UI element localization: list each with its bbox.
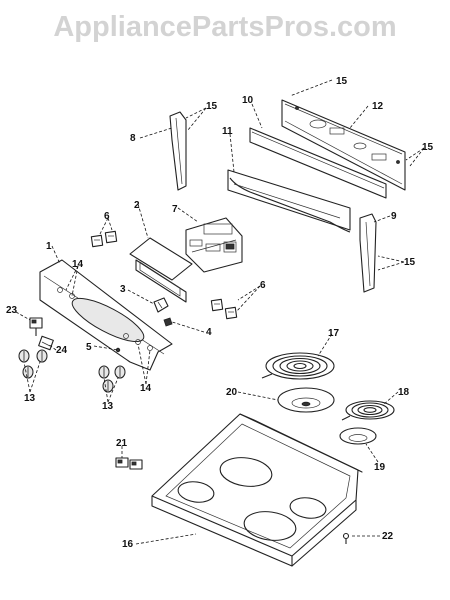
part-19-small-drip-bowl[interactable] <box>339 427 377 445</box>
part-7-clock-control-board[interactable] <box>185 217 243 273</box>
callout-16: 16 <box>122 539 134 550</box>
part-6-switches-right[interactable] <box>210 298 238 320</box>
part-24-switch[interactable] <box>38 335 54 351</box>
callout-13: 13 <box>24 393 36 404</box>
part-20-large-drip-bowl[interactable] <box>277 387 335 413</box>
part-2-touch-pad-overlay[interactable] <box>129 237 193 303</box>
callout-7: 7 <box>172 204 178 215</box>
callout-5: 5 <box>86 342 92 353</box>
callout-20: 20 <box>226 387 238 398</box>
callout-10: 10 <box>242 95 254 106</box>
callout-2: 2 <box>134 200 140 211</box>
callout-6: 6 <box>260 280 266 291</box>
callout-15: 15 <box>404 257 416 268</box>
callout-21: 21 <box>116 438 128 449</box>
callout-17: 17 <box>328 328 340 339</box>
part-5-screw[interactable] <box>115 347 121 353</box>
part-4-clip[interactable] <box>163 317 173 327</box>
callout-12: 12 <box>372 101 384 112</box>
part-9-right-end-cap[interactable] <box>359 213 377 293</box>
callout-14: 14 <box>140 383 152 394</box>
callout-15: 15 <box>206 101 218 112</box>
callout-24: 24 <box>56 345 68 356</box>
callout-4: 4 <box>206 327 212 338</box>
part-18-small-surface-element[interactable] <box>341 400 395 421</box>
part-17-large-surface-element[interactable] <box>261 352 335 380</box>
callout-9: 9 <box>391 211 397 222</box>
part-3-switch-bracket[interactable] <box>153 297 169 313</box>
part-16-main-cooktop[interactable] <box>151 413 363 567</box>
callout-8: 8 <box>130 133 136 144</box>
part-10-backguard-trim[interactable] <box>249 127 387 199</box>
part-23-infinite-switch[interactable] <box>29 317 43 336</box>
callout-19: 19 <box>374 462 386 473</box>
part-1-control-panel[interactable] <box>39 259 173 371</box>
part-22-screw[interactable] <box>342 532 350 545</box>
leader-lines <box>15 79 425 545</box>
watermark: AppliancePartsPros.com <box>53 11 396 43</box>
callout-1: 1 <box>46 241 52 252</box>
callout-14: 14 <box>72 259 84 270</box>
callout-6: 6 <box>104 211 110 222</box>
callout-18: 18 <box>398 387 410 398</box>
callout-15: 15 <box>336 76 348 87</box>
part-13-knobs-left[interactable] <box>18 349 48 379</box>
callout-3: 3 <box>120 284 126 295</box>
callout-15: 15 <box>422 142 434 153</box>
callout-11: 11 <box>222 126 233 137</box>
part-12-backguard-rear-panel[interactable] <box>281 99 406 191</box>
part-8-left-end-cap[interactable] <box>169 111 187 191</box>
part-21-terminal-block-kit[interactable] <box>115 457 143 470</box>
callout-23: 23 <box>6 305 18 316</box>
part-6-switches-left[interactable] <box>90 230 118 248</box>
part-13-knobs-right[interactable] <box>98 365 126 393</box>
part-11-backguard-front[interactable] <box>227 169 351 233</box>
callout-labels: 15 10 12 15 8 11 15 2 7 9 6 1 15 14 3 6 … <box>6 76 434 550</box>
callout-13: 13 <box>102 401 114 412</box>
callout-22: 22 <box>382 531 394 542</box>
